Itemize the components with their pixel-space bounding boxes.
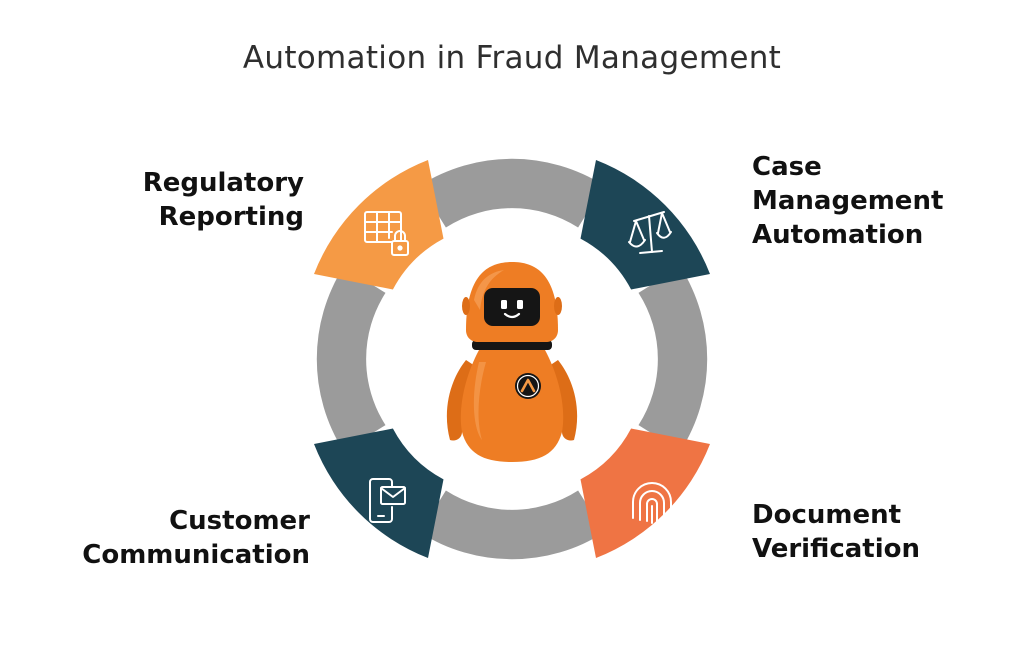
page-title: Automation in Fraud Management: [242, 40, 782, 76]
fingerprint-icon: [632, 482, 672, 524]
ring-segment-top: [419, 158, 605, 228]
label-customer-communication: Customer Communication: [82, 506, 310, 570]
label-case-management-automation: Case Management Automation: [752, 152, 944, 250]
label-regulatory-reporting: Regulatory Reporting: [142, 168, 304, 232]
phone-mail-icon: [369, 478, 406, 523]
spreadsheet-lock-icon: [364, 211, 409, 256]
balance-scale-icon: [628, 211, 672, 254]
segment-regulatory-reporting: [314, 160, 444, 290]
segment-customer-communication: [314, 428, 444, 558]
label-document-verification: Document Verification: [752, 500, 921, 564]
ring-segment-left: [316, 266, 386, 452]
segment-case-management: [580, 160, 710, 290]
ring-segment-right: [638, 266, 708, 452]
ring-segment-bottom: [419, 490, 605, 560]
robot-mascot-icon: [446, 262, 578, 462]
ring: [316, 158, 708, 560]
